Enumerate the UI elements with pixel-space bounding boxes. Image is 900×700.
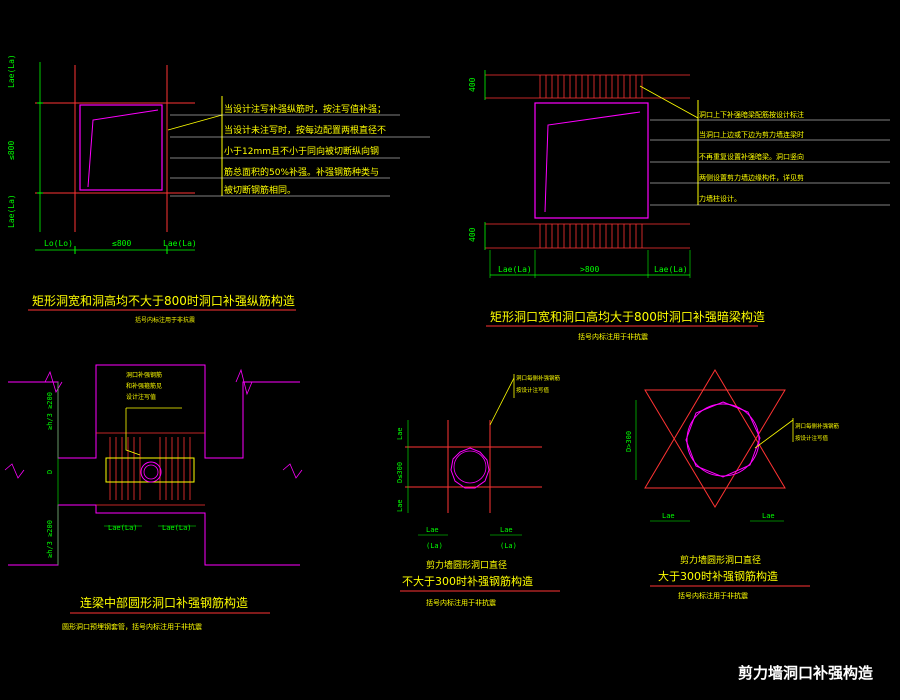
- detail-2-rect-opening-large: 400 400 Lae(La) >800 Lae(La) 洞口上下补强暗梁配筋按…: [468, 70, 890, 341]
- d1-dim-h-mid: ≤800: [112, 239, 131, 248]
- d3-dim-v1: ≥h/3 ≥200: [46, 392, 54, 430]
- d1-dim-top: Lae(La): [7, 54, 16, 88]
- d5-dim-h-left: Lae: [662, 512, 675, 520]
- d5-title-line2: 大于300时补强钢筋构造: [658, 569, 778, 583]
- d2-dim-h-right: Lae(La): [654, 265, 688, 274]
- d2-note-block: 洞口上下补强暗梁配筋按设计标注 当洞口上边或下边为剪力墙连梁时 不再重复设置补强…: [650, 100, 890, 206]
- d3-dim-h1: Lae(La): [108, 524, 138, 532]
- detail-3-beam-circular-opening: 洞口补强钢筋 和补强箍筋见 设计注写值 ≥h/3 ≥200 D ≥h/3 ≥20…: [4, 364, 303, 631]
- d2-note-line: 当洞口上边或下边为剪力墙连梁时: [699, 130, 804, 139]
- d4-subtitle: 括号内标注用于非抗震: [426, 598, 496, 607]
- d1-title: 矩形洞宽和洞高均不大于800时洞口补强纵筋构造: [32, 293, 295, 308]
- stirrup-hatch: [96, 432, 205, 506]
- detail-4-circle-opening-small: 洞口每侧补强钢筋 按设计注写值 Lae D≤300 Lae Lae (La) L…: [396, 374, 561, 607]
- d2-note-line: 不再重复设置补强暗梁。洞口竖向: [699, 152, 804, 161]
- drawing-title: 剪力墙洞口补强构造: [738, 664, 873, 682]
- d1-dim-mid: ≤800: [7, 141, 16, 160]
- d4-title-line1: 剪力墙圆形洞口直径: [426, 559, 507, 571]
- d1-note-line: 被切断钢筋相同。: [224, 184, 296, 196]
- d4-dim-v-bot: Lae: [396, 499, 404, 512]
- d3-note-line: 设计注写值: [126, 393, 156, 401]
- d2-subtitle: 括号内标注用于非抗震: [578, 332, 648, 341]
- d4-dim-h-left: Lae: [426, 526, 439, 534]
- d3-subtitle: 圆形洞口预埋钢套管，括号内标注用于非抗震: [62, 622, 202, 631]
- d2-note-line: 力墙柱设计。: [699, 194, 741, 203]
- d3-note-line: 和补强箍筋见: [126, 382, 162, 390]
- d3-dim-v2: D: [46, 470, 54, 474]
- d4-dim-h-left-2: (La): [426, 542, 443, 550]
- d4-title-line2: 不大于300时补强钢筋构造: [402, 574, 533, 588]
- d2-dim-h-mid: >800: [580, 265, 599, 274]
- d4-dim-v-top: Lae: [396, 427, 404, 440]
- d2-note-line: 两侧设置剪力墙边缘构件，详见剪: [699, 173, 804, 182]
- d5-dim-v: D>300: [625, 431, 633, 452]
- d3-note-line: 洞口补强钢筋: [126, 371, 162, 379]
- d1-note-line: 小于12mm且不小于同向被切断纵向钢: [224, 145, 379, 157]
- d2-dim-h-left: Lae(La): [498, 265, 532, 274]
- d2-dim-top: 400: [468, 77, 477, 92]
- detail-5-circle-opening-large: 洞口每侧补强钢筋 按设计注写值 D>300 Lae Lae 剪力墙圆形洞口直径 …: [625, 369, 840, 600]
- d5-title-line1: 剪力墙圆形洞口直径: [680, 554, 761, 566]
- d1-dim-h-right: Lae(La): [163, 239, 197, 248]
- d4-note-line: 按设计注写值: [516, 386, 550, 394]
- d4-note-line: 洞口每侧补强钢筋: [516, 374, 561, 382]
- d1-note-line: 筋总面积的50%补强。补强钢筋种类与: [224, 166, 379, 178]
- d1-note-block: 当设计注写补强纵筋时，按注写值补强； 当设计未注写时，按每边配置两根直径不 小于…: [170, 96, 430, 197]
- d2-note-line: 洞口上下补强暗梁配筋按设计标注: [699, 110, 804, 119]
- d5-note-line: 按设计注写值: [795, 434, 829, 442]
- d3-title: 连梁中部圆形洞口补强钢筋构造: [80, 595, 248, 610]
- d3-dim-v3: ≥h/3 ≥200: [46, 520, 54, 558]
- d5-subtitle: 括号内标注用于非抗震: [678, 591, 748, 600]
- d5-note-line: 洞口每侧补强钢筋: [795, 422, 840, 430]
- d3-dim-h2: Lae(La): [162, 524, 192, 532]
- d5-dim-h-right: Lae: [762, 512, 775, 520]
- d4-dim-h-right: Lae: [500, 526, 513, 534]
- detail-1-rect-opening-small: Lae(La) ≤800 Lae(La) Lo(Lo) ≤800 Lae(La)…: [7, 54, 430, 324]
- top-beam-stirrups: [485, 74, 690, 99]
- opening-outline: [79, 104, 163, 191]
- opening-outline: [534, 102, 649, 219]
- d2-dim-bot: 400: [468, 227, 477, 242]
- d1-note-line: 当设计注写补强纵筋时，按注写值补强；: [224, 103, 386, 115]
- d1-subtitle: 括号内标注用于非抗震: [135, 316, 195, 324]
- d4-dim-h-right-2: (La): [500, 542, 517, 550]
- d1-note-line: 当设计未注写时，按每边配置两根直径不: [224, 124, 386, 136]
- d1-dim-bot: Lae(La): [7, 194, 16, 228]
- bottom-beam-stirrups: [485, 223, 690, 249]
- d1-dim-h-left: Lo(Lo): [44, 239, 73, 248]
- d2-title: 矩形洞口宽和洞口高均大于800时洞口补强暗梁构造: [490, 309, 765, 324]
- d4-dim-v-mid: D≤300: [396, 462, 404, 483]
